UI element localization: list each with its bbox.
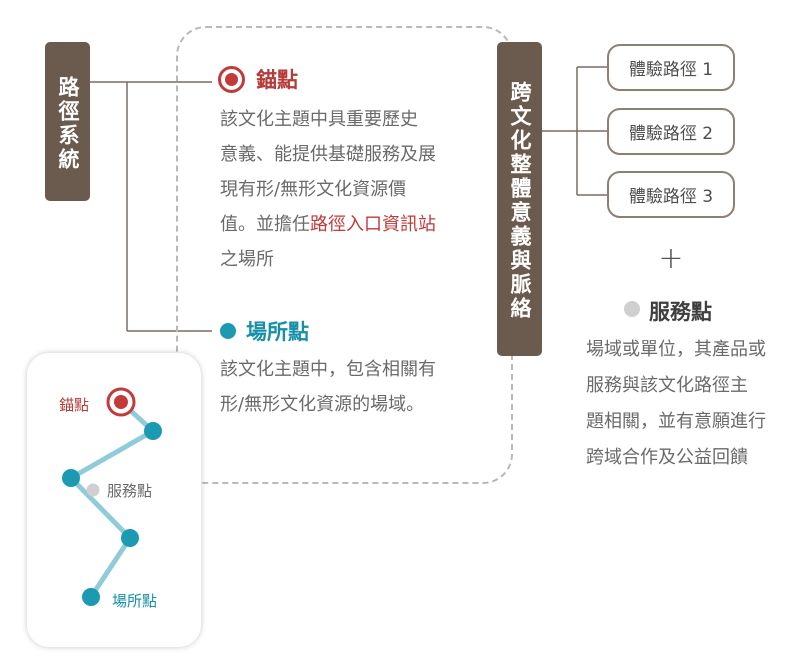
legend-anchor-label: 錨點 [59,396,90,414]
plus-icon: + [658,241,684,276]
legend-anchor-core [114,395,128,409]
cross-culture-label: 跨文化整體意義與脈絡 [508,81,532,321]
anchor-desc-highlight: 路徑入口資訊站 [310,214,436,235]
route-box-3: 體驗路徑 3 [607,171,735,218]
venue-title: 場所點 [246,320,309,344]
legend-service-label: 服務點 [107,482,153,500]
route-system-bar: 路徑系統 [45,42,90,201]
legend-venue-dot-3 [121,529,139,547]
legend-venue-dot-1 [144,422,162,440]
venue-dot-icon [220,323,236,339]
route-box-2: 體驗路徑 2 [607,108,735,155]
anchor-description: 該文化主題中具重要歷史 意義、能提供基礎服務及展 現有形/無形文化資源價 值。並… [220,102,470,277]
legend-venue-dot-4 [82,588,100,606]
venue-description: 該文化主題中，包含相關有 形/無形文化資源的場域。 [220,359,436,415]
legend-venue-label: 場所點 [112,592,158,610]
anchor-target-icon [218,66,245,93]
service-description: 場域或單位，其產品或 服務與該文化路徑主 題相關，並有意願進行 跨域合作及公益回… [586,339,766,468]
legend-route-diagram [62,387,162,606]
legend-venue-dot-2 [62,469,80,487]
anchor-desc-after: 之場所 [220,249,274,270]
route-box-1: 體驗路徑 1 [607,44,735,91]
anchor-title: 錨點 [256,68,298,92]
service-title: 服務點 [649,300,712,324]
legend-service-dot [86,483,100,497]
route-system-label: 路徑系統 [56,75,80,172]
service-dot-icon [624,301,640,317]
cross-culture-bar: 跨文化整體意義與脈絡 [497,42,542,356]
anchor-desc-before: 該文化主題中具重要歷史 意義、能提供基礎服務及展 現有形/無形文化資源價 值。並… [220,109,436,235]
legend-card: 錨點 服務點 場所點 [27,353,201,647]
